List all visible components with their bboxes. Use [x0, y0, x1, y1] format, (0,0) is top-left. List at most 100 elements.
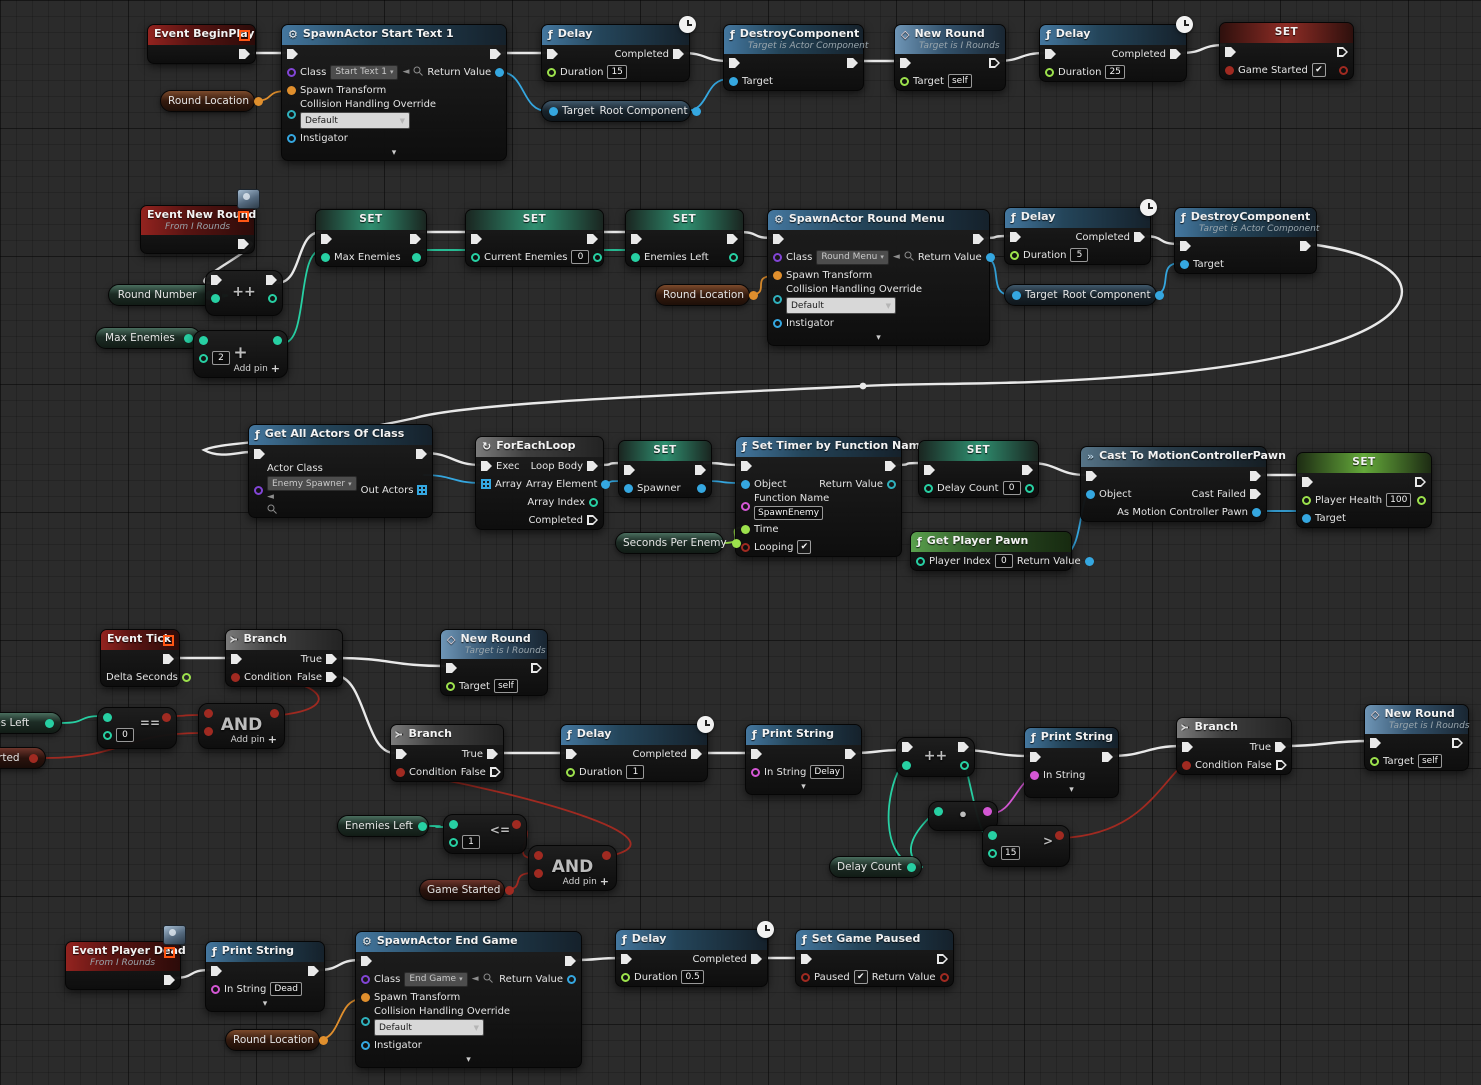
game-started-pin[interactable]: [1225, 65, 1234, 75]
reset-to-default-icon[interactable]: ◄: [402, 66, 410, 77]
exech-pin[interactable]: [1452, 738, 1463, 748]
value-input[interactable]: 15: [1001, 846, 1021, 860]
in-string-input[interactable]: Dead: [270, 982, 303, 996]
exec-pin[interactable]: [1225, 47, 1236, 57]
dot-pin[interactable]: [199, 335, 208, 345]
enemies-left-get-2[interactable]: Enemies Left: [337, 815, 429, 837]
ring-pin[interactable]: [199, 353, 208, 363]
exech-pin[interactable]: [531, 663, 542, 673]
dot-pin[interactable]: [412, 252, 421, 262]
player-index-pin[interactable]: [916, 556, 925, 566]
exec-pin[interactable]: [631, 234, 642, 244]
exec-pin[interactable]: [163, 654, 174, 664]
dot-pin[interactable]: [103, 712, 112, 722]
exec-pin[interactable]: [885, 461, 896, 471]
exec-pin[interactable]: [1010, 232, 1021, 242]
object-pin[interactable]: [741, 479, 750, 489]
end-game-combobox[interactable]: End Game▾: [404, 971, 468, 987]
exec-pin[interactable]: [211, 275, 222, 285]
start-text-1-combobox[interactable]: Start Text 1▾: [330, 64, 399, 80]
value-input[interactable]: 1: [462, 835, 480, 849]
equal-int[interactable]: 0==: [97, 707, 177, 749]
expand-node-arrow-icon[interactable]: ▾: [391, 148, 397, 158]
array-pin[interactable]: [481, 479, 491, 489]
round-location-get-3[interactable]: Round Location: [225, 1029, 328, 1051]
dot-pin[interactable]: [270, 708, 279, 718]
target-input[interactable]: self: [493, 679, 518, 693]
duration-pin[interactable]: [547, 67, 556, 77]
player-index-input[interactable]: 0: [994, 554, 1013, 568]
exec-pin[interactable]: [801, 954, 812, 964]
duration-pin[interactable]: [1010, 250, 1019, 260]
condition-pin[interactable]: [396, 767, 405, 777]
current-enemies-input[interactable]: 0: [571, 250, 590, 264]
exec-pin[interactable]: [416, 449, 427, 459]
exec-pin[interactable]: [211, 966, 222, 976]
exec-pin[interactable]: [1030, 752, 1041, 762]
search-icon[interactable]: [904, 251, 914, 264]
exec-pin[interactable]: [266, 275, 277, 285]
value-input[interactable]: 2: [212, 351, 230, 365]
increment-int-1[interactable]: ++: [205, 270, 283, 316]
dot-pin[interactable]: [318, 1035, 328, 1045]
duration-input[interactable]: 25: [1105, 65, 1125, 79]
dot-pin[interactable]: [697, 483, 706, 493]
cast-failed-pin[interactable]: [1250, 489, 1261, 499]
false-pin[interactable]: [326, 672, 337, 682]
duration-input[interactable]: 1: [626, 765, 645, 779]
max-enemies-get[interactable]: Max Enemies: [95, 327, 201, 349]
dot-pin[interactable]: [512, 819, 521, 829]
exech-pin[interactable]: [1415, 477, 1426, 487]
seconds-per-enemy-get[interactable]: Seconds Per Enemy: [615, 532, 741, 554]
in-string-input[interactable]: Delay: [810, 765, 845, 779]
exec-pin[interactable]: [410, 234, 421, 244]
exec-pin[interactable]: [1250, 471, 1261, 481]
dropdown-default[interactable]: Default▼: [300, 112, 410, 129]
paused-checkbox[interactable]: ✔: [853, 970, 868, 984]
return-value-pin[interactable]: [939, 972, 949, 982]
function-name-input[interactable]: SpawnEnemy: [754, 506, 824, 520]
exec-pin[interactable]: [847, 58, 858, 68]
dot-pin[interactable]: [1055, 830, 1064, 840]
duration-pin[interactable]: [1045, 67, 1054, 77]
target-pin[interactable]: [1370, 756, 1379, 766]
target-pin[interactable]: [549, 106, 558, 116]
completed-pin[interactable]: [691, 749, 702, 759]
exec-pin[interactable]: [773, 234, 784, 244]
instigator-pin[interactable]: [773, 318, 782, 328]
exec-pin[interactable]: [845, 749, 856, 759]
add-pin-button[interactable]: Add pin+: [234, 363, 280, 374]
exec-pin[interactable]: [361, 956, 372, 966]
completed-pin[interactable]: [587, 515, 598, 525]
dot-pin[interactable]: [449, 819, 458, 829]
paused-pin[interactable]: [801, 972, 810, 982]
game-started-get-2[interactable]: Game Started: [419, 879, 515, 901]
enemy-spawner-combobox[interactable]: Enemy Spawner▾: [267, 476, 357, 491]
actor-class-pin[interactable]: [254, 485, 263, 495]
enemies-left-pin[interactable]: [631, 252, 640, 262]
return-value-pin[interactable]: [1084, 556, 1094, 566]
dot-pin[interactable]: [983, 806, 992, 816]
target-pin[interactable]: [446, 681, 455, 691]
as-motion-controller-pawn-pin[interactable]: [1252, 507, 1261, 517]
search-icon[interactable]: [413, 66, 424, 79]
dot-pin[interactable]: [211, 293, 220, 303]
delay-count-get[interactable]: Delay Count: [829, 856, 922, 878]
target-input[interactable]: self: [1417, 754, 1442, 768]
exech-pin[interactable]: [1337, 47, 1348, 57]
ring-pin[interactable]: [449, 837, 458, 847]
return-value-pin[interactable]: [495, 67, 505, 77]
target-input[interactable]: self: [947, 74, 972, 88]
function-name-pin[interactable]: [741, 502, 750, 511]
